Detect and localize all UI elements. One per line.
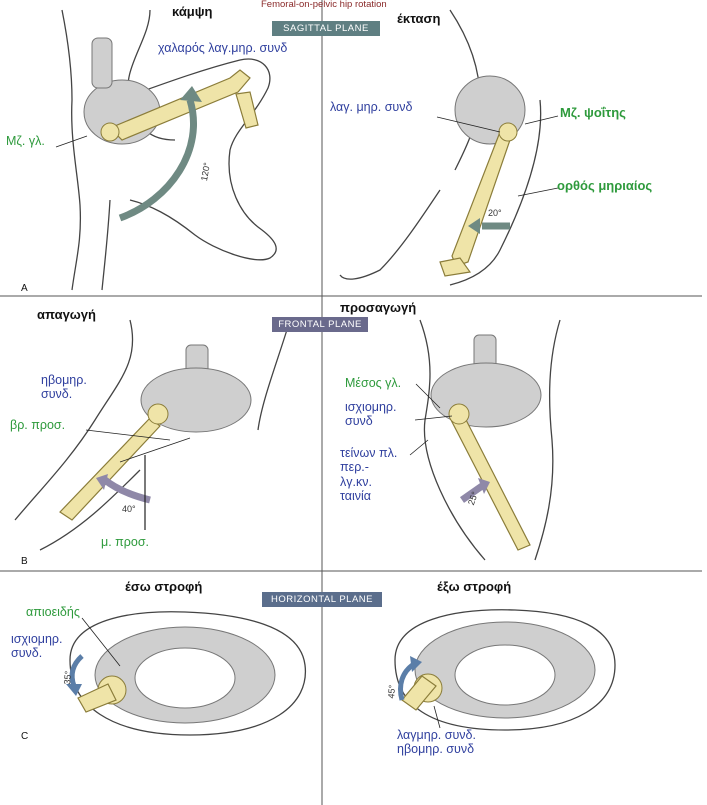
body-outline — [257, 319, 291, 431]
panel-letter-a: A — [21, 283, 28, 294]
external-rotation-angle: 45° — [386, 684, 398, 699]
panel-a-left-illustration — [55, 9, 277, 291]
femur-head — [100, 122, 120, 142]
arrow-head — [96, 474, 108, 490]
piriformis-label: απιοειδής — [26, 605, 80, 619]
external-rotation-arrow — [398, 661, 416, 701]
arrow-head — [468, 218, 480, 234]
body-outline — [14, 319, 134, 521]
panel-b-right-illustration — [409, 319, 561, 561]
internal-rotation-arrow — [69, 654, 84, 687]
horizontal-plane-label: HORIZONTAL PLANE — [262, 592, 382, 607]
adduction-title: προσαγωγή — [340, 300, 417, 315]
body-outline — [61, 9, 82, 291]
panel-c-right-illustration — [394, 609, 616, 731]
abduction-angle: 40° — [122, 504, 136, 514]
pubofemoral-ligament-label: ηβομηρ. συνδ. — [41, 373, 87, 402]
internal-rotation-angle: 35° — [62, 670, 74, 685]
arrow-head — [410, 656, 422, 672]
body-outline — [394, 609, 616, 731]
panel-c-left-illustration — [66, 611, 307, 736]
gluteus-medius-label: Μέσος γλ. — [345, 376, 402, 390]
psoas-label: Μζ. ψοΐτης — [560, 105, 626, 120]
internal-rotation-title: έσω στροφή — [125, 579, 203, 594]
ilio-pubofemoral-ligaments-label: λαγμηρ. συνδ. ηβομηρ. συνδ — [397, 728, 476, 757]
frontal-plane-label: FRONTAL PLANE — [272, 317, 368, 332]
body-outline — [39, 469, 141, 551]
femur-bone — [108, 69, 251, 141]
adduction-arrow — [459, 483, 485, 503]
adductor-brevis-label: βρ. προσ. — [10, 418, 66, 432]
panel-letter-b: B — [21, 556, 28, 567]
external-rotation-title: έξω στροφή — [437, 579, 512, 594]
ischiofemoral-ligament-label: ισχιομηρ. συνδ — [345, 400, 397, 429]
flexion-title: κάμψη — [172, 4, 213, 19]
panel-b-left-illustration — [14, 319, 291, 551]
extension-title: έκταση — [397, 11, 441, 26]
body-outline — [419, 319, 486, 561]
abduction-title: απαγωγή — [37, 307, 96, 322]
tibia-bone — [235, 91, 259, 129]
rectus-femoris-label: ορθός μηριαίος — [557, 178, 653, 193]
body-outline — [101, 199, 111, 291]
arrow-head — [66, 684, 82, 696]
gluteus-label: Μζ. γλ. — [6, 134, 45, 148]
ischiofemoral-ligament-c-label: ισχιομηρ. συνδ. — [11, 632, 63, 661]
thigh-outline — [117, 58, 277, 261]
lax-iliofemoral-ligament-label: χαλαρός λαγ.μηρ. συνδ — [158, 41, 288, 55]
body-outline — [339, 189, 441, 280]
iliofemoral-ligament-label: λαγ. μηρ. συνδ — [330, 100, 413, 114]
body-outline — [534, 319, 561, 561]
arrow-head — [478, 478, 490, 494]
femur-bone — [401, 675, 437, 711]
pelvis-shape — [430, 362, 542, 428]
panel-letter-c: C — [21, 731, 29, 742]
top-caption: Femoral-on-pelvic hip rotation — [261, 0, 387, 10]
flexion-arrow — [118, 98, 197, 222]
extension-angle: 20° — [488, 208, 502, 218]
spine-shape — [91, 37, 113, 89]
sagittal-plane-label: SAGITTAL PLANE — [272, 21, 380, 36]
pelvis-shape — [140, 367, 252, 433]
body-outline — [69, 611, 307, 736]
tibia-bone — [439, 257, 472, 277]
it-band-label: τείνων πλ. περ.- λγ.κν. ταινία — [340, 446, 398, 504]
femur-head — [498, 122, 518, 142]
adductor-longus-label: μ. προσ. — [101, 535, 150, 549]
body-outline — [449, 99, 542, 286]
panel-a-right-illustration — [339, 9, 559, 286]
femur-bone — [77, 683, 117, 713]
femur-head — [448, 403, 470, 425]
femur-bone — [451, 131, 511, 267]
femur-head — [147, 403, 169, 425]
arrow-head — [180, 86, 202, 102]
